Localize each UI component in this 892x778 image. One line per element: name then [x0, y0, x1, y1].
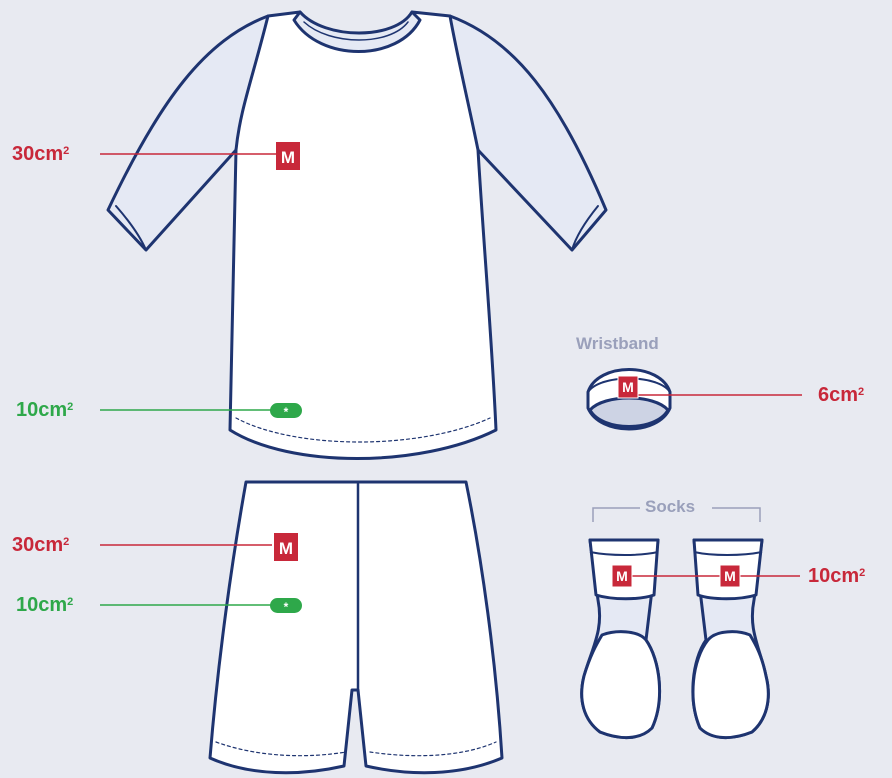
logo-wristband-text: M — [622, 379, 634, 395]
wristband-title: Wristband — [576, 334, 659, 354]
shorts-main-size-sup: 2 — [63, 536, 69, 548]
wristband-size-sup: 2 — [858, 386, 864, 398]
logo-sock-left: M — [612, 565, 632, 587]
wristband-size-label: 6cm2 — [818, 383, 864, 407]
shirt-secondary-size-label: 10cm2 — [16, 398, 73, 422]
logo-shirt-main: M — [276, 142, 300, 170]
logo-sock-right: M — [720, 565, 740, 587]
socks-size-sup: 2 — [859, 567, 865, 579]
shorts — [210, 482, 502, 773]
shirt-main-size-sup: 2 — [63, 145, 69, 157]
shorts-secondary-size-sup: 2 — [67, 596, 73, 608]
shirt-secondary-size-sup: 2 — [67, 401, 73, 413]
shorts-secondary-size-label: 10cm2 — [16, 593, 73, 617]
wristband-size-value: 6cm — [818, 384, 858, 406]
badge-shirt-secondary-text: * — [284, 405, 289, 419]
badge-shorts-secondary-text: * — [284, 600, 289, 614]
logo-shorts-main: M — [274, 533, 298, 561]
shorts-secondary-size-value: 10cm — [16, 594, 67, 616]
shirt-secondary-size-value: 10cm — [16, 399, 67, 421]
socks-size-value: 10cm — [808, 565, 859, 587]
logo-wristband: M — [618, 376, 638, 398]
logo-sock-right-text: M — [724, 568, 736, 584]
shirt-main-size-label: 30cm2 — [12, 142, 69, 166]
badge-shorts-secondary: * — [270, 598, 302, 614]
shirt-body — [230, 12, 496, 459]
socks-title: Socks — [645, 497, 695, 517]
shirt-main-size-value: 30cm — [12, 143, 63, 165]
logo-sock-left-text: M — [616, 568, 628, 584]
shorts-outline — [210, 482, 502, 773]
socks-size-label: 10cm2 — [808, 564, 865, 588]
sock-right-foot — [693, 632, 768, 738]
logo-shirt-main-text: M — [281, 148, 295, 167]
shirt — [108, 12, 606, 459]
shorts-main-size-value: 30cm — [12, 534, 63, 556]
shorts-main-size-label: 30cm2 — [12, 533, 69, 557]
badge-shirt-secondary: * — [270, 403, 302, 419]
wristband-inner — [590, 398, 668, 427]
logo-shorts-main-text: M — [279, 539, 293, 558]
